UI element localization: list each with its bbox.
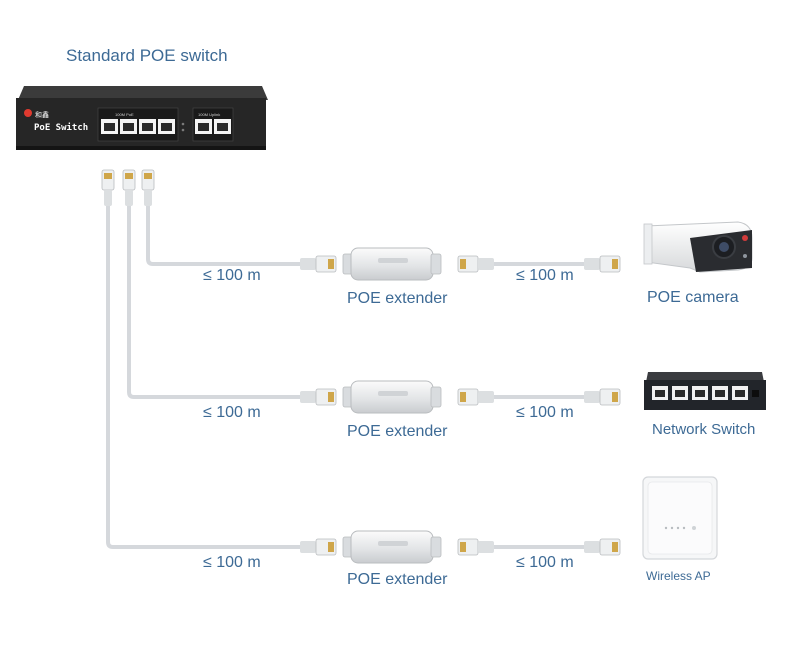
uplink-ports-caption: 100M Uplink — [198, 112, 220, 117]
row2-distance-left: ≤ 100 m — [203, 404, 261, 421]
extender-row1-icon — [342, 247, 442, 281]
plug-row3-right-a — [457, 538, 494, 556]
cable-3-to-extender-3 — [106, 204, 302, 549]
brand-logo-icon — [24, 109, 32, 117]
plug-row2-left — [300, 388, 337, 406]
row1-distance-left: ≤ 100 m — [203, 267, 261, 284]
network-switch-icon — [644, 372, 766, 410]
row3-extender-label: POE extender — [347, 571, 448, 588]
poe-ports-caption: 100M PoE — [115, 112, 134, 117]
row-2 — [300, 372, 766, 414]
extender-row2-icon — [342, 380, 442, 414]
row-3 — [300, 476, 718, 564]
row-1 — [300, 221, 753, 281]
plug-row1-right-b — [584, 255, 621, 273]
poe-switch: 和鑫 PoE Switch 100M PoE 100M Uplink — [16, 86, 268, 150]
plug-row3-left — [300, 538, 337, 556]
switch-brand: 和鑫 — [35, 110, 49, 119]
extender-row3-icon — [342, 530, 442, 564]
plug-row2-right-a — [457, 388, 494, 406]
plug-row1-right-a — [457, 255, 494, 273]
rj45-plugs-top — [101, 169, 155, 206]
cable-1-to-extender-1 — [146, 204, 302, 266]
plug-row2-right-b — [584, 388, 621, 406]
wireless-ap-label: Wireless AP — [646, 569, 711, 583]
poe-camera-icon — [643, 221, 753, 273]
poe-camera-label: POE camera — [647, 289, 739, 306]
plug-row3-right-b — [584, 538, 621, 556]
switch-panel-label: PoE Switch — [34, 122, 88, 133]
plug-row1-left — [300, 255, 337, 273]
row1-distance-right: ≤ 100 m — [516, 267, 574, 284]
poe-port-3 — [139, 119, 156, 134]
row2-distance-right: ≤ 100 m — [516, 404, 574, 421]
cable-2-to-extender-2 — [127, 204, 302, 399]
wireless-ap-icon — [642, 476, 718, 560]
row3-distance-right: ≤ 100 m — [516, 554, 574, 571]
diagram-title: Standard POE switch — [66, 46, 228, 65]
uplink-port-1 — [195, 119, 212, 134]
poe-port-2 — [120, 119, 137, 134]
poe-port-4 — [158, 119, 175, 134]
row2-extender-label: POE extender — [347, 423, 448, 440]
poe-port-1 — [101, 119, 118, 134]
uplink-port-2 — [214, 119, 231, 134]
network-switch-label: Network Switch — [652, 421, 756, 438]
row3-distance-left: ≤ 100 m — [203, 554, 261, 571]
row1-extender-label: POE extender — [347, 290, 448, 307]
